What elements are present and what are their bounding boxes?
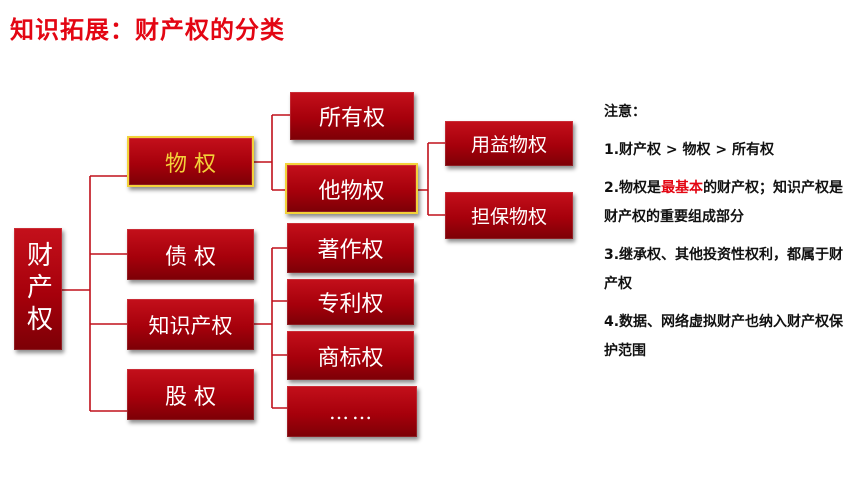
node-shangbiaoquan: 商标权 bbox=[287, 331, 414, 380]
node-danbaowuquan: 担保物权 bbox=[445, 192, 573, 239]
node-zhuanliquan-label: 专利权 bbox=[317, 292, 384, 317]
node-zhaiquan-label: 债 权 bbox=[165, 244, 216, 270]
connector-ip-to-children bbox=[254, 247, 287, 409]
node-suoyouquan-label: 所有权 bbox=[318, 106, 385, 131]
node-zhuzuoquan: 著作权 bbox=[287, 223, 414, 273]
notes-item-2-highlight: 最基本 bbox=[661, 180, 704, 196]
notes-panel: 注意： 1.财产权 > 物权 > 所有权 2.物权是最基本的财产权；知识产权是财… bbox=[604, 98, 848, 366]
node-zhuanliquan: 专利权 bbox=[287, 279, 414, 325]
node-tawuquan: 他物权 bbox=[285, 163, 418, 214]
notes-item-3: 3.继承权、其他投资性权利，都属于财产权 bbox=[604, 247, 844, 292]
node-tawuquan-label: 他物权 bbox=[318, 178, 385, 204]
node-shangbiaoquan-label: 商标权 bbox=[317, 345, 384, 371]
node-yongyiwuquan-label: 用益物权 bbox=[470, 134, 547, 156]
node-zhishichanquan-label: 知识产权 bbox=[148, 313, 233, 338]
connector-tawuquan-to-children bbox=[418, 142, 445, 216]
node-guquan: 股 权 bbox=[127, 369, 254, 420]
connector-root-to-level1 bbox=[62, 175, 127, 412]
node-suoyouquan: 所有权 bbox=[290, 92, 414, 140]
node-zhaiquan: 债 权 bbox=[127, 229, 254, 280]
node-yongyiwuquan: 用益物权 bbox=[445, 121, 573, 166]
node-more-label: …… bbox=[329, 399, 375, 424]
root-node-caichanquan: 财产权 bbox=[14, 228, 62, 350]
root-node-label: 财产权 bbox=[22, 241, 53, 337]
node-wuquan: 物 权 bbox=[127, 136, 254, 187]
node-zhishichanquan: 知识产权 bbox=[127, 299, 254, 350]
notes-item-1: 1.财产权 > 物权 > 所有权 bbox=[604, 142, 775, 158]
notes-item-4: 4.数据、网络虚拟财产也纳入财产权保护范围 bbox=[604, 314, 844, 359]
node-guquan-label: 股 权 bbox=[165, 384, 216, 410]
notes-item-2-post: 的财产权；知识产权是财产权的重要组成部分 bbox=[604, 180, 844, 225]
node-danbaowuquan-label: 担保物权 bbox=[470, 206, 547, 228]
page-title: 知识拓展：财产权的分类 bbox=[10, 16, 285, 44]
notes-heading: 注意： bbox=[604, 104, 646, 120]
notes-item-2-pre: 2.物权是 bbox=[604, 180, 662, 196]
notes-item-2: 2.物权是最基本的财产权；知识产权是财产权的重要组成部分 bbox=[604, 174, 848, 232]
node-wuquan-label: 物 权 bbox=[165, 151, 216, 177]
node-more: …… bbox=[287, 386, 417, 437]
node-zhuzuoquan-label: 著作权 bbox=[317, 238, 384, 263]
connector-wuquan-to-children bbox=[254, 114, 290, 191]
